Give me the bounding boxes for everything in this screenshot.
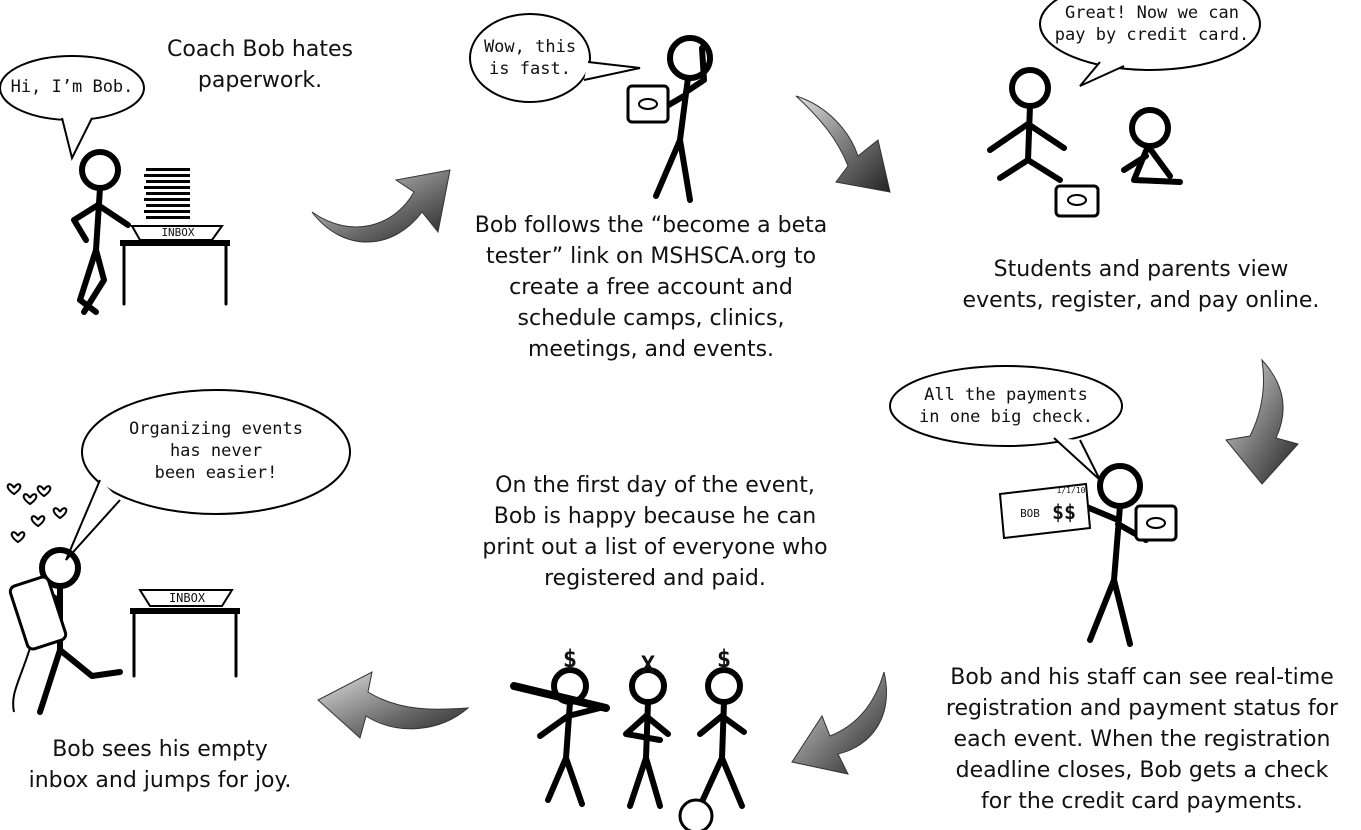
three-students-figures [510, 667, 747, 830]
bob-with-laptop [469, 13, 713, 203]
inbox-label-1: INBOX [161, 226, 195, 239]
bank-check [998, 482, 1092, 540]
caption-panel-5: On the first day of the event, Bob is ha… [482, 473, 828, 591]
speech-bubble-2: Wow, this is fast. [483, 37, 577, 79]
check-name: BOB [1020, 507, 1040, 520]
flow-arrow-3 [1225, 358, 1299, 485]
bob-jumping-for-joy [6, 389, 351, 715]
speech-bubble-3: Great! Now we can pay by credit card. [1054, 3, 1250, 45]
speech-bubble-4: All the payments in one big check. [919, 385, 1093, 427]
mark-paid-2: $ [716, 645, 732, 673]
caption-panel-3: Students and parents view events, regist… [962, 257, 1320, 313]
caption-panel-4: Bob and his staff can see real-time regi… [945, 665, 1339, 814]
flow-arrow-2 [795, 95, 891, 193]
mark-paid-1: $ [562, 645, 578, 673]
mark-unpaid: X [640, 651, 656, 679]
speech-bubble-1: Hi, I’m Bob. [10, 77, 134, 97]
soccer-ball [678, 798, 714, 830]
flow-arrow-1 [311, 169, 451, 243]
caption-panel-2: Bob follows the “become a beta tester” l… [474, 213, 828, 362]
inbox-label-2: INBOX [168, 591, 206, 605]
speech-bubble-6: Organizing events has never been easier! [129, 419, 303, 483]
check-date: 1/1/10 [1056, 486, 1086, 495]
desk-with-paper-stack [120, 168, 230, 306]
caption-panel-1: Coach Bob hates paperwork. [167, 37, 353, 93]
students-with-laptop [987, 0, 1261, 218]
check-amount: $$ [1051, 500, 1077, 524]
flow-arrow-5 [317, 671, 470, 739]
caption-panel-6: Bob sees his empty inbox and jumps for j… [28, 737, 292, 793]
flow-arrow-4 [791, 671, 887, 775]
empty-inbox-desk [130, 589, 240, 678]
bob-stick-figure-1 [0, 55, 145, 315]
bob-with-check [889, 365, 1178, 647]
